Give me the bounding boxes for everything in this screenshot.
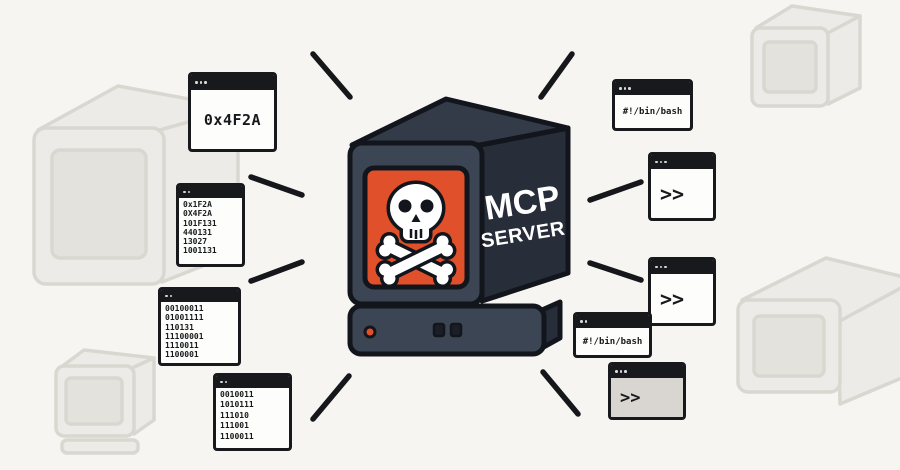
faint-computer-top-right-icon bbox=[750, 4, 862, 108]
terminal-window-hex-label: 0x4F2A bbox=[188, 72, 277, 152]
window-controls-icon bbox=[220, 380, 227, 384]
terminal-window-prompt-lower: >> bbox=[608, 362, 686, 420]
window-controls-icon bbox=[615, 370, 627, 373]
server-monitor: MCP SERVER bbox=[347, 96, 571, 307]
base-button-icon bbox=[432, 322, 446, 338]
terminal-window-bash-mid: #!/bin/bash bbox=[573, 312, 652, 358]
faint-computer-bottom-left-icon bbox=[54, 348, 156, 455]
faint-computer-bottom-right-icon bbox=[736, 256, 900, 406]
terminal-text: #!/bin/bash bbox=[622, 106, 683, 117]
terminal-text: >> bbox=[660, 286, 685, 311]
window-titlebar bbox=[161, 290, 238, 302]
window-titlebar bbox=[615, 82, 690, 95]
window-controls-icon bbox=[580, 320, 587, 323]
terminal-text: #!/bin/bash bbox=[582, 336, 643, 347]
window-controls-icon bbox=[195, 81, 207, 84]
server-base bbox=[347, 299, 563, 357]
window-titlebar bbox=[216, 376, 289, 388]
window-controls-icon bbox=[655, 265, 667, 269]
window-titlebar bbox=[611, 365, 683, 378]
terminal-text: 0x4F2A bbox=[203, 110, 262, 129]
mcp-server-computer: MCP SERVER bbox=[347, 96, 571, 357]
window-controls-icon bbox=[165, 294, 172, 298]
terminal-window-prompt-upper: >> bbox=[648, 152, 716, 221]
terminal-text: >> bbox=[611, 378, 683, 417]
base-button-icon bbox=[449, 322, 463, 338]
terminal-window-prompt-mid: >> bbox=[648, 257, 716, 326]
window-controls-icon bbox=[619, 87, 631, 90]
window-titlebar bbox=[576, 315, 649, 328]
terminal-window-bash-top: #!/bin/bash bbox=[612, 79, 693, 131]
window-controls-icon bbox=[655, 160, 667, 164]
power-led-icon bbox=[363, 325, 377, 339]
window-titlebar bbox=[179, 186, 242, 198]
window-titlebar bbox=[651, 155, 713, 169]
window-titlebar bbox=[651, 260, 713, 274]
window-controls-icon bbox=[183, 190, 190, 194]
terminal-text: >> bbox=[660, 181, 685, 206]
window-titlebar bbox=[191, 75, 274, 90]
skull-crossbones-icon bbox=[375, 180, 457, 289]
